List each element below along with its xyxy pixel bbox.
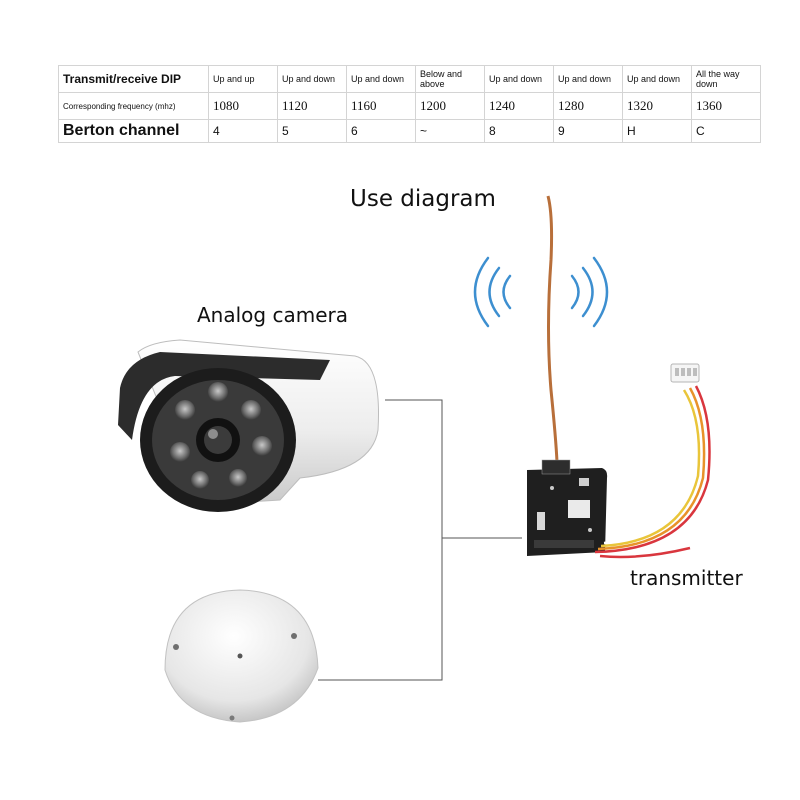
table-cell: All the way down xyxy=(691,65,761,93)
table-cell: 1360 xyxy=(691,92,761,120)
antenna-icon xyxy=(546,195,559,463)
table-cell: 1320 xyxy=(622,92,692,120)
table-cell: Up and down xyxy=(622,65,692,93)
row-header-channel: Berton channel xyxy=(58,119,209,143)
table-cell: 1120 xyxy=(277,92,347,120)
transmitter-board-icon xyxy=(527,363,711,559)
frequency-table: Transmit/receive DIP Up and up Up and do… xyxy=(58,65,761,143)
table-cell: C xyxy=(691,119,761,143)
table-cell: H xyxy=(622,119,692,143)
table-cell: Up and up xyxy=(208,65,278,93)
table-row-dip: Transmit/receive DIP Up and up Up and do… xyxy=(58,65,761,93)
camera-label: Analog camera xyxy=(197,303,348,327)
table-cell: 6 xyxy=(346,119,416,143)
table-row-channel: Berton channel 4 5 6 ~ 8 9 H C xyxy=(58,119,761,143)
table-cell: Below and above xyxy=(415,65,485,93)
table-cell: Up and down xyxy=(484,65,554,93)
table-cell: 1280 xyxy=(553,92,623,120)
table-cell: 1200 xyxy=(415,92,485,120)
transmitter-label: transmitter xyxy=(630,566,743,590)
wireless-signal-icon xyxy=(473,256,609,328)
row-header-dip: Transmit/receive DIP xyxy=(58,65,209,93)
bullet-camera-icon xyxy=(118,339,379,512)
table-cell: ~ xyxy=(415,119,485,143)
table-cell: 9 xyxy=(553,119,623,143)
diagram-title: Use diagram xyxy=(350,186,496,212)
table-cell: 8 xyxy=(484,119,554,143)
table-cell: 1240 xyxy=(484,92,554,120)
table-cell: 5 xyxy=(277,119,347,143)
dome-camera-icon xyxy=(164,589,319,723)
connector-lines xyxy=(318,399,522,681)
